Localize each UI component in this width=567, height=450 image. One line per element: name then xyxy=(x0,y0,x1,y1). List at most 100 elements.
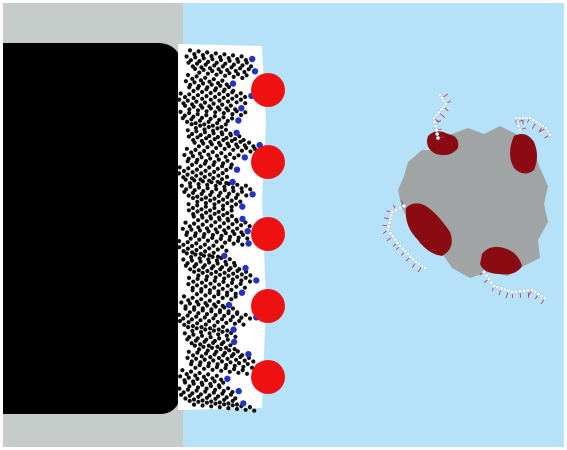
chain-bead xyxy=(221,171,225,175)
chain-bead xyxy=(195,326,199,330)
chain-bead xyxy=(225,334,229,338)
chain-bead xyxy=(194,339,198,343)
chain-bead xyxy=(227,238,231,242)
chain-bead xyxy=(207,260,211,264)
chain-bead xyxy=(191,353,195,357)
tether-bead xyxy=(487,277,491,281)
chain-bead xyxy=(209,404,213,408)
chain-bead xyxy=(186,247,190,251)
chain-bead xyxy=(224,168,228,172)
chain-bead xyxy=(212,251,216,255)
chain-bead xyxy=(236,371,240,375)
chain-bead xyxy=(219,70,223,74)
tether-bead xyxy=(499,287,503,291)
chain-bead xyxy=(191,280,195,284)
chain-bead xyxy=(219,369,223,373)
chain-bead xyxy=(180,368,184,372)
chain-bead xyxy=(186,173,190,177)
chain-bead xyxy=(191,89,195,93)
chain-bead xyxy=(195,377,199,381)
chain-bead xyxy=(198,371,202,375)
chain-bead xyxy=(208,156,212,160)
chain-bead xyxy=(204,201,208,205)
chain-bead xyxy=(186,325,190,329)
tether-bead xyxy=(544,126,548,130)
chain-bead xyxy=(239,223,243,227)
chain-bead xyxy=(217,283,221,287)
chain-bead xyxy=(246,362,250,366)
chain-bead xyxy=(184,264,188,268)
chain-bead xyxy=(188,185,192,189)
chain-bead xyxy=(210,83,214,87)
headgroup xyxy=(242,154,248,160)
chain-bead xyxy=(226,401,230,405)
chain-bead xyxy=(212,77,216,81)
chain-bead xyxy=(239,282,243,286)
chain-bead xyxy=(191,170,195,174)
chain-bead xyxy=(199,245,203,249)
chain-bead xyxy=(183,331,187,335)
chain-bead xyxy=(240,149,244,153)
chain-bead xyxy=(248,405,252,409)
chain-bead xyxy=(224,321,228,325)
chain-bead xyxy=(200,106,204,110)
chain-bead xyxy=(210,142,214,146)
chain-bead xyxy=(215,121,219,125)
headgroup xyxy=(234,167,240,173)
chain-bead xyxy=(192,264,196,268)
chain-bead xyxy=(234,295,238,299)
chain-bead xyxy=(184,79,188,83)
chain-bead xyxy=(220,317,224,321)
tether-bead xyxy=(492,284,496,288)
chain-bead xyxy=(221,138,225,142)
chain-bead xyxy=(240,76,244,80)
chain-bead xyxy=(237,319,241,323)
chain-bead xyxy=(192,397,196,401)
chain-bead xyxy=(212,295,216,299)
chain-bead xyxy=(245,61,249,65)
tether-bead xyxy=(543,296,547,300)
tether-bead xyxy=(398,244,402,248)
chain-bead xyxy=(190,163,194,167)
tether-bead xyxy=(522,289,526,293)
chain-bead xyxy=(188,394,192,398)
chain-bead xyxy=(192,214,196,218)
chain-bead xyxy=(226,338,230,342)
chain-bead xyxy=(243,286,247,290)
chain-bead xyxy=(212,131,216,135)
tether-bead xyxy=(390,210,394,214)
chain-bead xyxy=(235,275,239,279)
chain-bead xyxy=(190,317,194,321)
chain-bead xyxy=(201,265,205,269)
chain-bead xyxy=(209,272,213,276)
tether-bead xyxy=(394,208,398,212)
chain-bead xyxy=(204,94,208,98)
chain-bead xyxy=(205,145,209,149)
chain-bead xyxy=(182,323,186,327)
headgroup xyxy=(249,191,255,197)
headgroup xyxy=(230,80,236,86)
chain-bead xyxy=(195,389,199,393)
chain-bead xyxy=(224,155,228,159)
chain-bead xyxy=(186,388,190,392)
chain-bead xyxy=(231,148,235,152)
chain-bead xyxy=(211,341,215,345)
chain-bead xyxy=(181,257,185,261)
tether-bead xyxy=(541,124,545,128)
chain-bead xyxy=(191,206,195,210)
chain-bead xyxy=(204,211,208,215)
chain-bead xyxy=(185,251,189,255)
chain-bead xyxy=(225,159,229,163)
chain-bead xyxy=(233,322,237,326)
chain-bead xyxy=(197,71,201,75)
chain-bead xyxy=(196,400,200,404)
chain-bead xyxy=(199,325,203,329)
chain-bead xyxy=(248,149,252,153)
chain-bead xyxy=(225,329,229,333)
chain-bead xyxy=(217,99,221,103)
chain-bead xyxy=(235,109,239,113)
chain-bead xyxy=(204,322,208,326)
chain-bead xyxy=(209,224,213,228)
chain-bead xyxy=(215,365,219,369)
